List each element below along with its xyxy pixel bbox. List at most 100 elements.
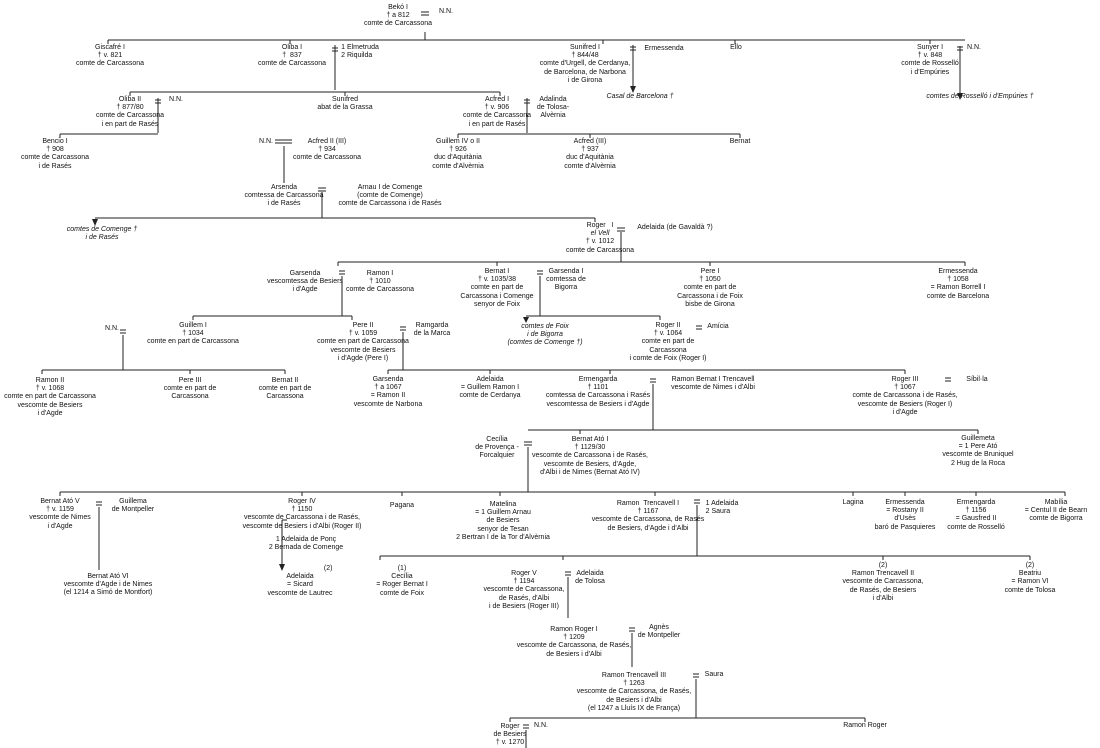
- person-title: i d'Agde: [292, 286, 318, 294]
- spouse-name: Síbil·la: [966, 376, 988, 383]
- spouse-name: 2 Bernada de Comenge: [268, 544, 344, 552]
- person-death: † 1263: [623, 680, 645, 688]
- person-title: i d'Agde (Pere I): [337, 354, 389, 362]
- spouse-name: de Montpeller: [637, 632, 681, 640]
- lineage-label: Casal de Barcelona †: [606, 93, 674, 100]
- spouse-ramon-trencavell3: Saura: [705, 671, 724, 679]
- person-spouse: = Sicard: [287, 581, 313, 589]
- person-name: Ramon Trencavell II: [851, 570, 915, 578]
- person-death: † 1209: [563, 634, 585, 642]
- person-death: † v. 1035/38: [477, 276, 516, 284]
- person-name: Pagana: [389, 502, 415, 509]
- person-death: † 844/48: [571, 52, 599, 60]
- person-death: † a 1067: [374, 384, 402, 392]
- person-spouse: = 1 Guillem Arnau: [475, 509, 531, 517]
- person-death: † 1034: [182, 330, 204, 338]
- person-title: comte de Carcassona: [565, 246, 635, 254]
- spouse-title: vescomte de Nimes i d'Albi: [671, 384, 755, 392]
- person-title: de Rasés, d'Albi: [498, 594, 550, 602]
- person-lagina: Lagina: [842, 499, 863, 507]
- person-name: Mabília: [1044, 499, 1068, 506]
- person-name: Ramon Roger I: [550, 626, 598, 633]
- person-title: i d'Agde: [47, 522, 73, 530]
- person-death: † 1067: [894, 384, 916, 392]
- person-title: comte de Rosselló: [901, 60, 959, 68]
- person-title: comte en part de Carcassona: [317, 338, 409, 346]
- person-name: Sunyer I: [916, 44, 944, 51]
- person-title: vescomte de Besiers i d'Albi (Roger II): [242, 522, 362, 530]
- spouse-name: de la Marca: [413, 330, 451, 338]
- person-title: i de Rasés: [38, 162, 72, 170]
- person-title: vescomte de Carcassona i de Rasés,: [244, 514, 360, 522]
- spouse-name: Ramgarda: [415, 322, 449, 329]
- person-title: de Besiers i d'Albi: [606, 696, 662, 704]
- person-title: Carcassona: [266, 393, 304, 401]
- person-ello: Ello: [730, 44, 742, 52]
- person-title: vescomte d'Agde i de Nimes: [63, 581, 153, 589]
- spouse-sunifred1: Ermessenda: [644, 45, 683, 53]
- person-death: † v. 848: [917, 52, 943, 60]
- person-name: Oliba II: [118, 96, 142, 103]
- person-title: vescomte de Besiers: [17, 401, 83, 409]
- person-name: Bekó I: [388, 4, 408, 11]
- person-title: de Provença -: [475, 444, 519, 452]
- person-title: vescomte de Carcassona,: [483, 586, 565, 594]
- spouse-sunyer1: N.N.: [967, 44, 981, 52]
- person-title: Carcassona: [649, 346, 687, 354]
- person-spouse: = Ramon VI: [1011, 578, 1049, 586]
- person-spouse: = 1 Pere Ató: [958, 443, 998, 451]
- person-name: Bernat Ató I: [571, 436, 609, 443]
- person-title: de Besiers: [486, 517, 520, 525]
- person-name: Bencio I: [42, 138, 68, 145]
- person-title: i de Girona: [567, 76, 603, 84]
- person-death: † v. 1159: [46, 506, 74, 514]
- person-title: comte en part de: [470, 284, 524, 292]
- spouse-name: Adalinda: [539, 96, 567, 103]
- person-death: † 1156: [965, 507, 987, 515]
- person-death: † v. 1012: [585, 238, 615, 246]
- person-title: comte en part de Carcassona: [4, 393, 96, 401]
- spouse-name: Saura: [704, 671, 724, 678]
- person-title: vescomte de Carcassona, de Rasés,: [516, 642, 632, 650]
- person-title: comte de Carcassona: [95, 112, 165, 120]
- person-name: Garsenda: [289, 270, 321, 277]
- spouse-roger-besiers: N.N.: [534, 722, 548, 730]
- person-title: comte en part de Carcassona: [147, 338, 239, 346]
- person-name: Bernat II: [271, 377, 299, 384]
- spouse-roger2: Amícia: [707, 323, 728, 331]
- person-title: de Besiers: [493, 731, 527, 739]
- person-title: vescomte de Besiers: [330, 346, 396, 354]
- spouse-name: Adelaida (de Gavaldà ?): [637, 224, 713, 231]
- spouse-title: (comte de Comenge): [357, 192, 423, 200]
- person-name: Ermessenda: [938, 268, 978, 275]
- person-title: comte en part de: [683, 284, 737, 292]
- spouse-name: Adelaida: [576, 570, 604, 577]
- person-name: Ermengarda: [578, 376, 618, 383]
- person-name: Ramon II: [35, 377, 65, 384]
- person-name: Adelaida: [286, 573, 314, 581]
- person-name: Pere I: [700, 268, 720, 275]
- lineage-label: comtes de Foix: [521, 323, 569, 330]
